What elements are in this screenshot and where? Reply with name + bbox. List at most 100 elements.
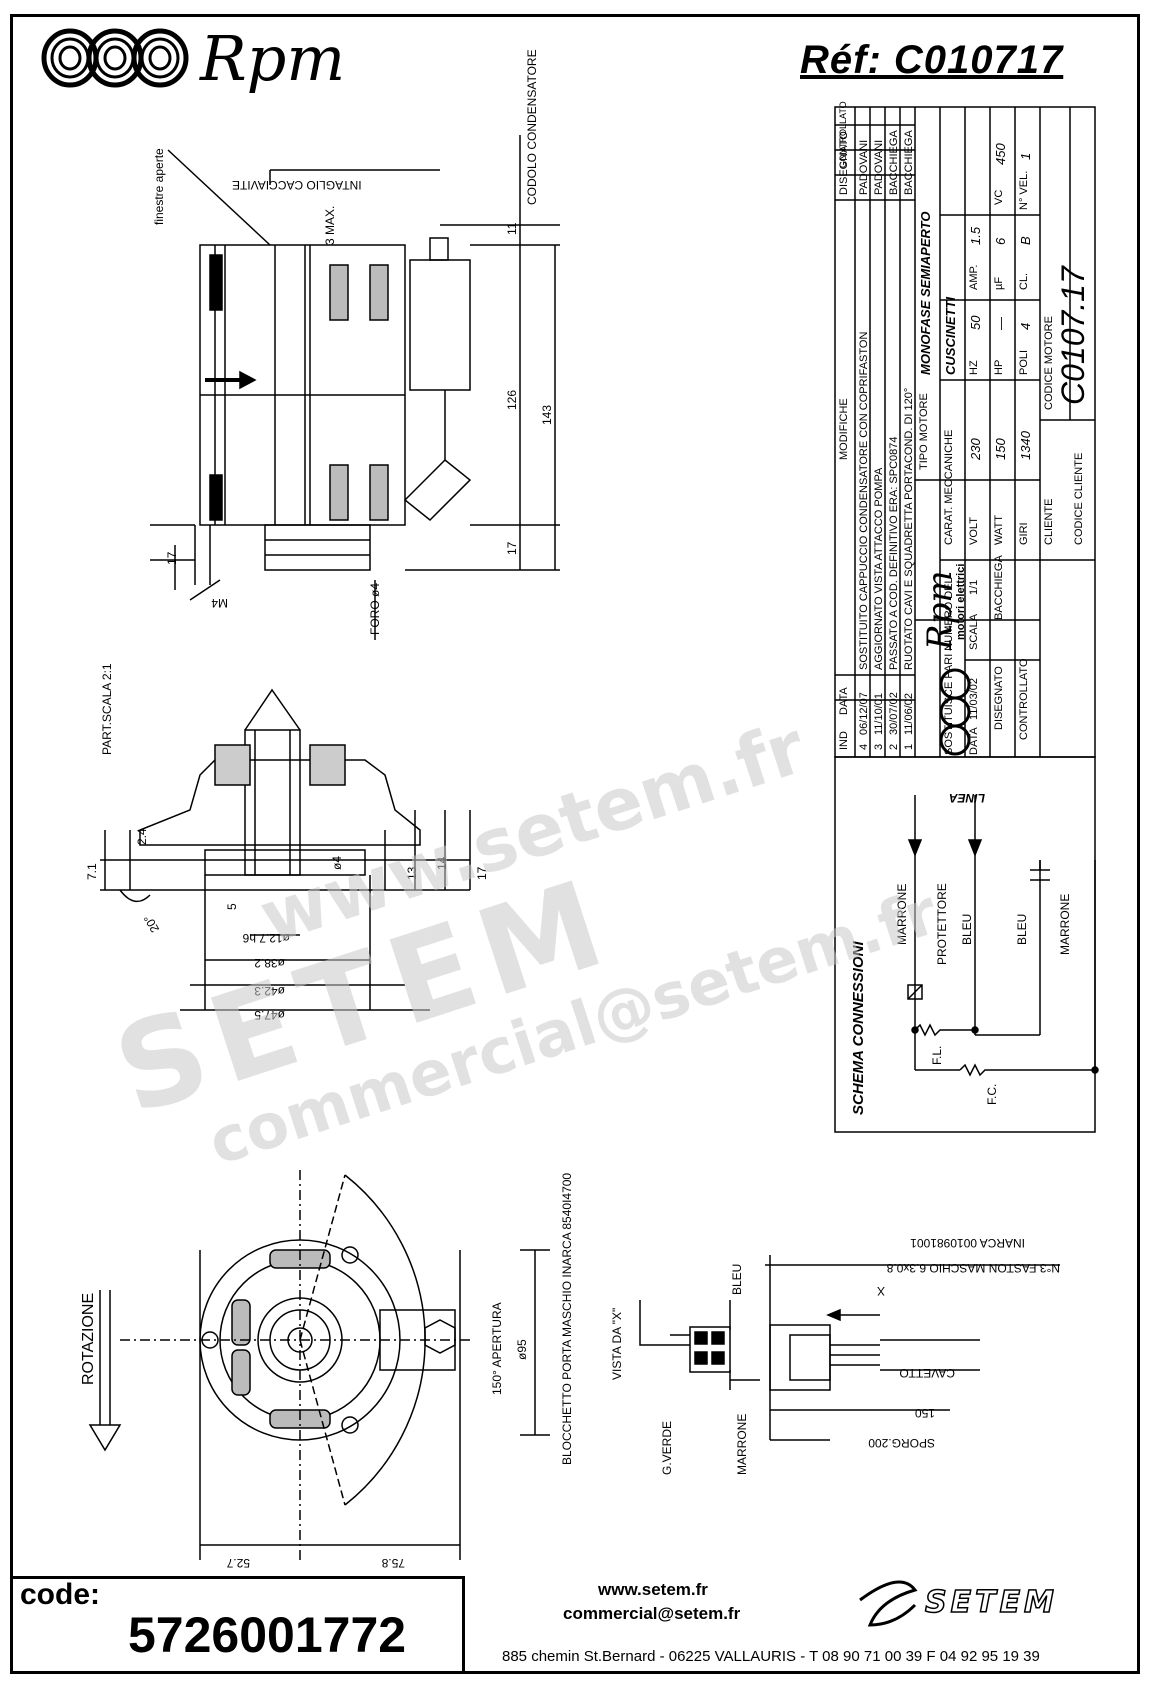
rev-4-ind: 4 [858,743,870,750]
spec-hp-label: HP [993,359,1005,375]
wiring-schematic [907,795,1099,1077]
codice-motore-value: C0107.17 [1055,266,1091,405]
label-intaglio: INTAGLIO CACCIAVITE [232,178,362,192]
setem-swirl-logo [859,1580,918,1627]
drawing-frame [10,14,1140,1674]
motor-front-view [88,1170,550,1560]
schema-fc: F.C. [985,1083,999,1105]
spec-volt-value: 230 [968,438,983,460]
label-codolo: CODOLO CONDENSATORE [525,49,539,205]
label-blocchetto: BLOCCHETTO PORTA MASCHIO INARCA 8540I470… [560,1172,574,1465]
spec-giri-label: GIRI [1018,522,1030,545]
spec-hz-label: HZ [968,360,980,375]
rev-header-ind: IND [838,731,850,750]
dim-126: 126 [505,389,519,410]
footer-website[interactable]: www.setem.fr [598,1580,708,1599]
rev-1-desc: RUOTATO CAVI E SQUADRETTA PORTACOND. DI … [903,387,915,670]
label-fastons: N°3 FASTON MASCHIO 6.3x0.8 [886,1261,1060,1275]
dim-143: 143 [540,404,554,425]
label-vista-x: VISTA DA "X" [610,1307,624,1380]
spec-poli-label: POLI [1018,349,1030,375]
rev-header-data: DATA [838,687,850,715]
connector-block [639,1300,760,1390]
title-logo-sub: motori elettrici [955,563,967,640]
label-x: X [876,1284,885,1298]
schema-linea: LINEA [949,791,985,805]
rev-2-desc: PASSATO A COD. DEFINITIVO ERA: SPC0874 [888,436,900,670]
rev-2-by: BACCHIEGA [888,130,900,195]
rev-4-date: 06/12/07 [858,692,870,735]
cliente-label: CLIENTE [1043,498,1055,545]
rev-3-date: 11/10/01 [873,692,885,735]
spec-uf-label: µF [993,276,1005,290]
label-finestre-aperte: finestre aperte [152,148,166,225]
spec-poli-value: 4 [1018,322,1033,330]
dim-52-7: 52.7 [226,1556,250,1570]
spec-cl-value: B [1018,236,1033,245]
spec-watt-label: WATT [993,515,1005,545]
code-box [10,1576,465,1674]
spec-hp-value: — [993,317,1008,330]
spec-nvel-value: 1 [1018,152,1033,160]
rev-3-by: PADOVANI [873,139,885,195]
rev-2-ind: 2 [888,743,900,750]
spec-nvel-label: N° VEL. [1018,170,1030,210]
reference-number: Réf: C010717 [800,38,1064,82]
title-block-logo-coils [939,668,971,756]
codice-cliente-label: CODICE CLIENTE [1073,452,1085,545]
label-apertura: 150° APERTURA [490,1302,504,1395]
dim-5: 5 [225,903,239,910]
faston-connector [765,1255,1060,1441]
dim-75-8: 75.8 [381,1556,405,1570]
label-inarca: INARCA 0010981001 [910,1236,1025,1250]
dim-95: ø95 [515,1339,529,1360]
carat-value: CUSCINETTI [943,297,958,375]
dim-17-b: 17 [165,551,179,565]
title-logo-brand: Rpm [920,570,960,650]
label-g-verde: G.VERDE [660,1420,674,1475]
rev-header-mod: MODIFICHE [838,398,850,460]
footer-email[interactable]: commercial@setem.fr [563,1604,741,1623]
disegnato-value: BACCHIEGA [993,555,1005,620]
controllato-label: CONTROLLATO [1018,658,1030,741]
dim-150: 150 [914,1406,935,1420]
spec-amp-label: AMP. [968,264,980,290]
motor-side-view [150,135,560,640]
label-m4: M4 [211,596,228,610]
spec-watt-value: 150 [993,438,1008,460]
label-foro: FORO ø4 [368,582,382,635]
label-rotazione: ROTAZIONE [80,1292,97,1385]
rev-1-date: 11/06/02 [903,692,915,735]
wire-marrone-2: MARRONE [1058,893,1072,955]
rev-4-by: PADOVANI [858,139,870,195]
disegnato-label: DISEGNATO [993,666,1005,730]
tipo-motore-value: MONOFASE SEMIAPERTO [918,211,933,376]
schema-fl: F.L. [930,1045,944,1065]
tipo-motore-label: TIPO MOTORE [918,393,930,470]
rpm-logo-coils [41,28,189,88]
spec-uf-value: 6 [993,237,1008,245]
label-3-max: 3 MAX. [323,205,337,245]
spec-vc-value: 450 [993,143,1008,165]
rev-3-desc: AGGIORNATO VISTA ATTACCO POMPA [873,467,885,670]
scala-value: 1/1 [968,579,980,595]
rev-1-ind: 1 [903,743,915,750]
spec-hz-value: 50 [968,315,983,330]
rev-4-desc: SOSTITUITO CAPPUCCIO CONDENSATORE CON CO… [858,331,870,670]
dim-7-1: 7.1 [85,863,99,880]
dim-sporg-200: SPORG.200 [868,1436,935,1450]
codice-motore-label: CODICE MOTORE [1043,316,1055,410]
spec-giri-value: 1340 [1018,431,1033,460]
dim-17: 17 [505,541,519,555]
spec-vc-label: VC [993,189,1005,205]
label-bleu-connector: BLEU [730,1263,744,1295]
rev-2-date: 30/07/02 [888,692,900,735]
rev-3-ind: 3 [873,743,885,750]
title-block-grid [834,106,1096,1133]
wire-bleu-1: BLEU [960,913,974,945]
label-cavetto: CAVETTO [899,1366,955,1380]
dim-2-4: 2.4 [135,828,149,845]
setem-logo-text: SETEM [924,1584,1058,1621]
code-number: 5726001772 [128,1607,407,1663]
